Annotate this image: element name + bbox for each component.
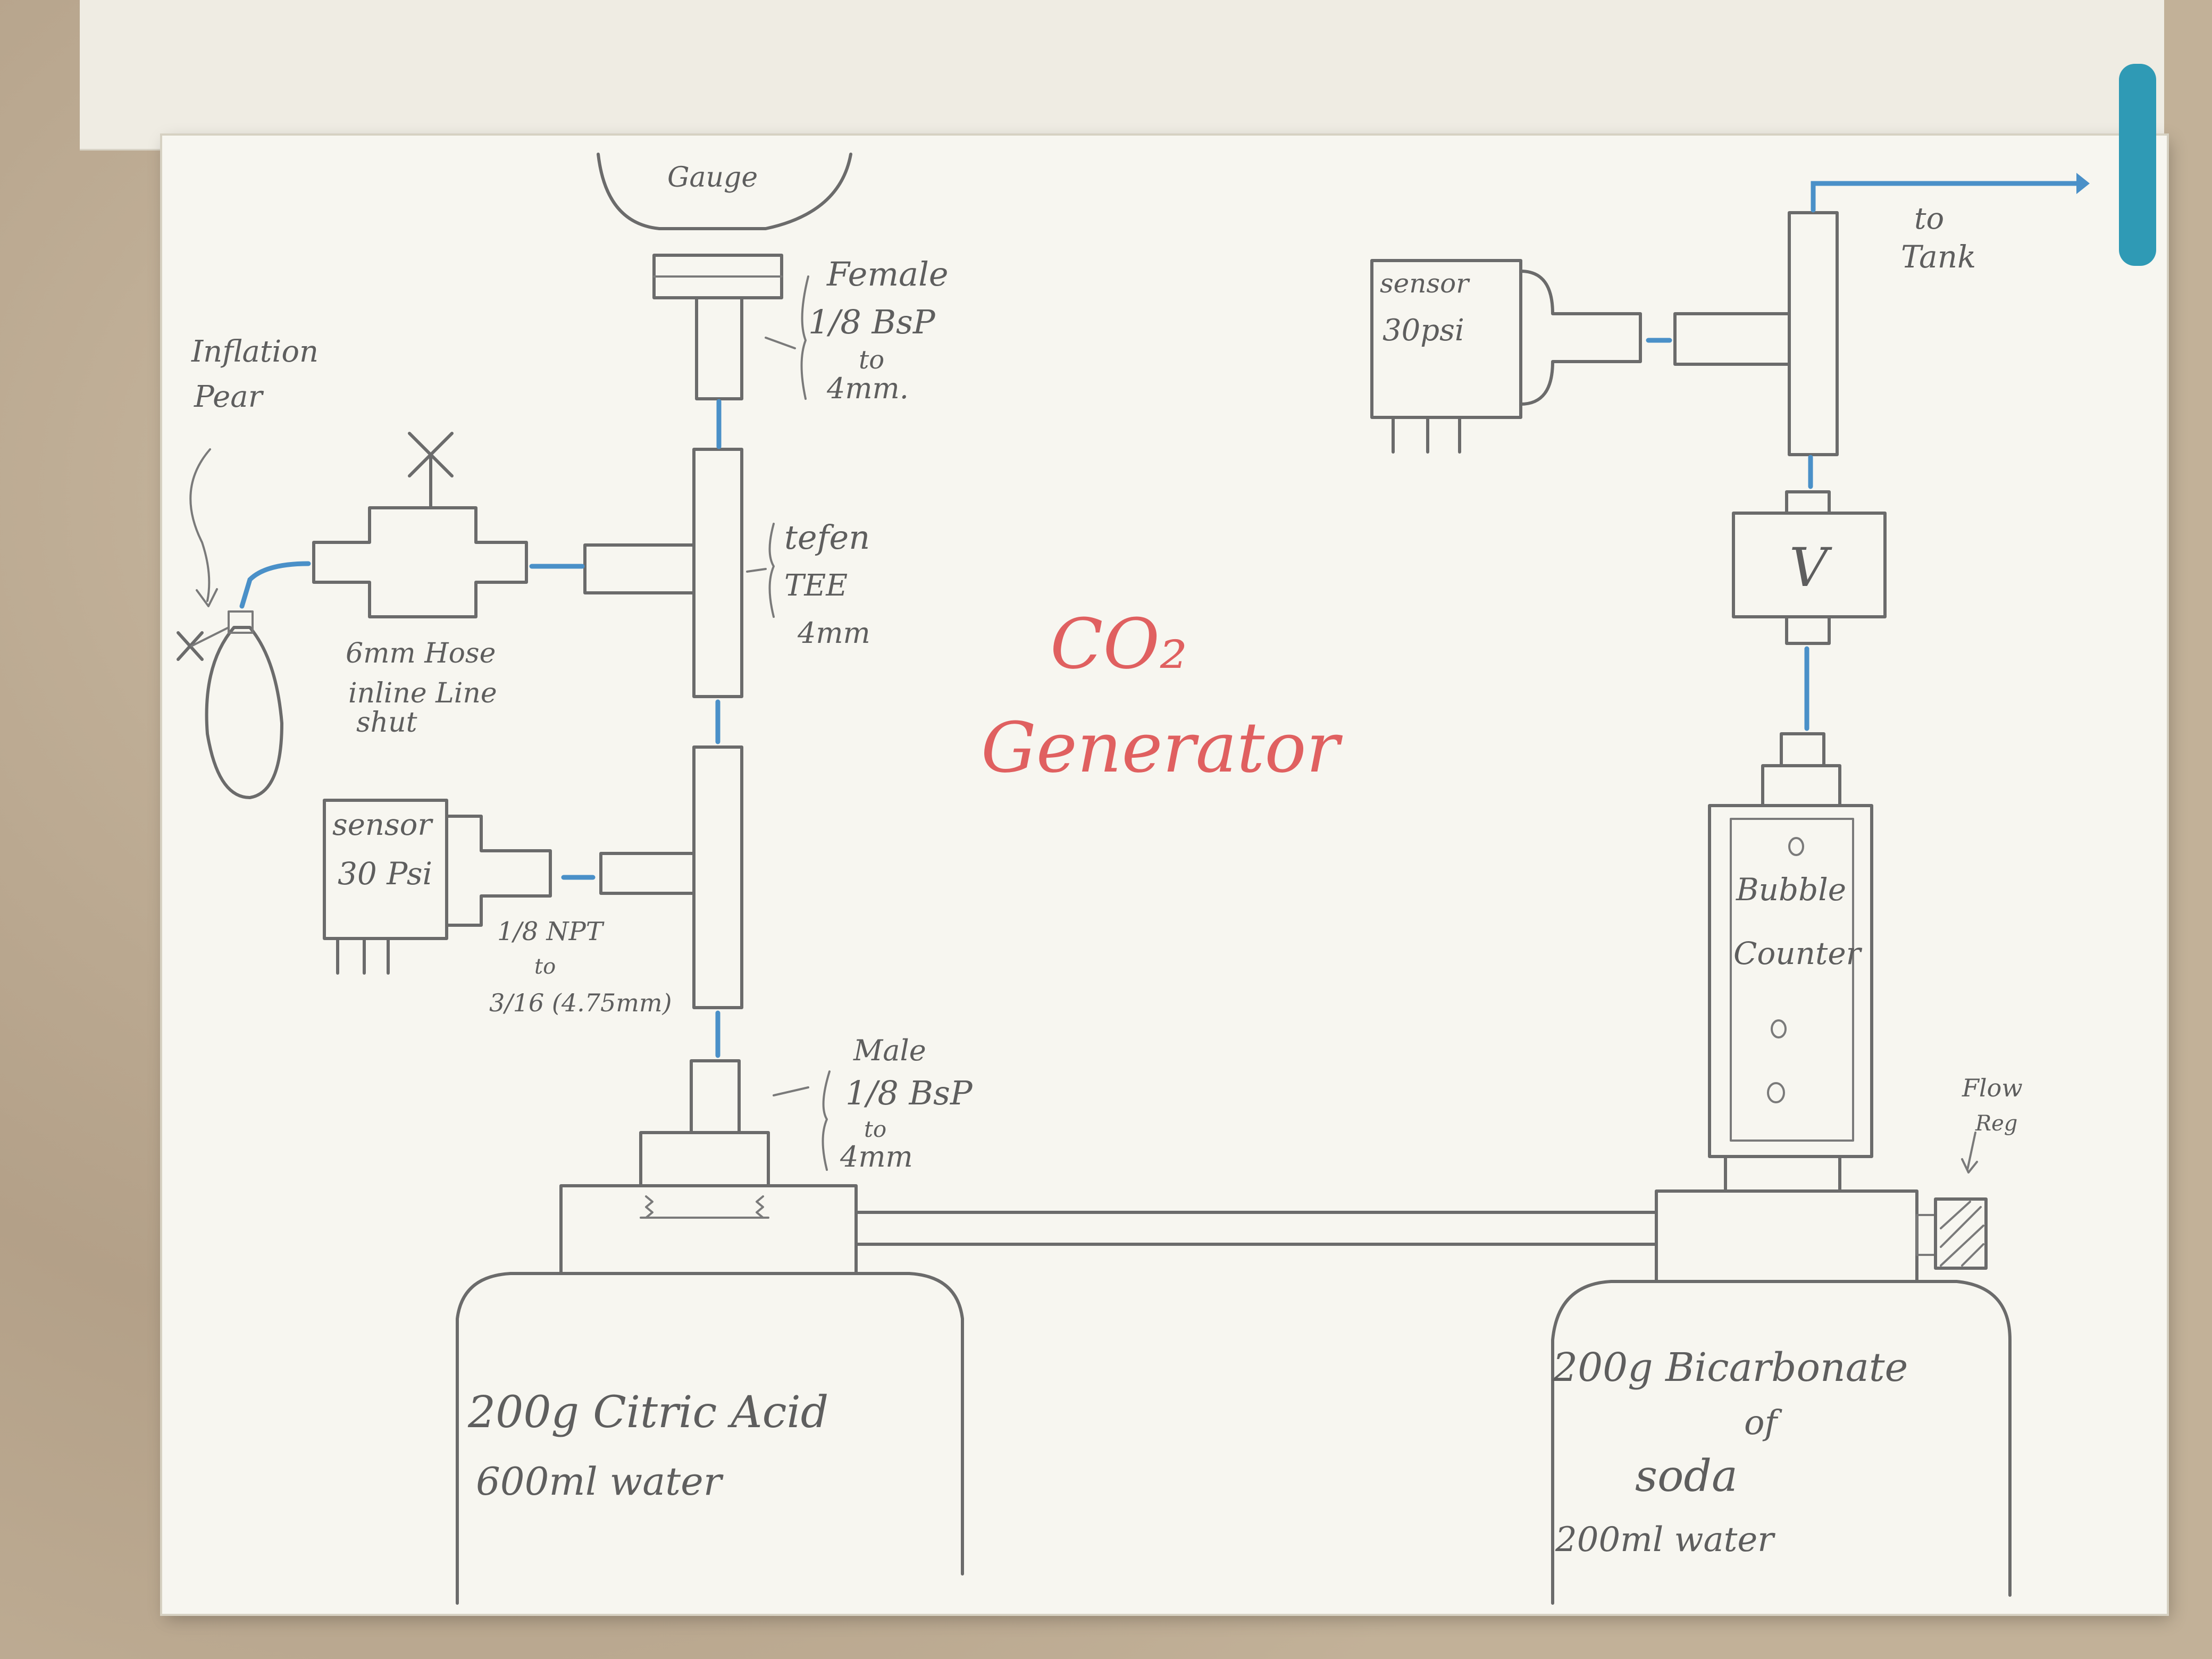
gauge [597,153,852,230]
label-hose-shut-1: 6mm Hose [346,638,496,669]
bookmark-ribbon [2119,64,2156,266]
notebook-back-page [80,0,2164,150]
female-fitting [652,254,783,400]
label-to-tank-2: Tank [1901,239,1976,275]
label-female-3: to [859,345,885,375]
bubble-counter [1708,732,1873,1193]
flow-regulator [1934,1132,1988,1270]
male-fitting [639,1059,770,1219]
title-generator: Generator [981,707,1339,788]
label-sensor-right-2: 30psi [1382,313,1464,348]
bicarbonate-bottle [1551,1280,2012,1605]
label-female-2: 1/8 BsP [808,303,935,341]
annotation-braces [746,275,831,1171]
label-to-tank-1: to [1914,202,1945,236]
label-hose-shut-3: shut [356,707,417,739]
label-bicarb-2: of [1744,1403,1778,1443]
label-tefen-3: 4mm [798,616,870,650]
label-npt-1: 1/8 NPT [497,917,603,946]
upper-right-tee [1673,211,1839,456]
label-male-4: 4mm [840,1140,913,1174]
label-inflation-pear-2: Pear [194,380,263,414]
label-bicarb-1: 200g Bicarbonate [1553,1345,1908,1390]
label-sensor-left-1: sensor [332,808,432,842]
lower-tee [599,745,743,1009]
label-bubble-2: Counter [1733,935,1861,971]
title-co2: CO₂ [1050,604,1188,684]
label-bicarb-3: soda [1635,1451,1738,1502]
tefen-tee [583,448,743,698]
blue-tubing [239,173,2090,1058]
check-valve [1732,490,1887,645]
inflation-pear [177,448,283,799]
label-valve: V [1789,537,1828,599]
bicarbonate-cap [1655,1189,1937,1283]
label-tefen-2: TEE [784,568,848,603]
inline-shutoff-valve [312,432,528,618]
label-npt-2: to [534,954,556,979]
label-female-4: 4mm. [827,372,909,405]
label-sensor-left-2: 30 Psi [338,856,433,892]
label-citric-1: 200g Citric Acid [468,1387,829,1438]
label-male-2: 1/8 BsP [845,1074,973,1112]
connecting-pipe [854,1211,1658,1246]
label-tefen-1: tefen [784,518,870,557]
notebook-page [162,136,2167,1614]
label-male-1: Male [853,1034,926,1067]
label-bicarb-4: 200ml water [1555,1520,1774,1560]
label-npt-3: 3/16 (4.75mm) [489,988,672,1017]
label-male-3: to [864,1116,887,1142]
label-sensor-right-1: sensor [1380,268,1469,299]
label-bubble-1: Bubble [1736,872,1847,908]
label-inflation-pear-1: Inflation [191,334,319,369]
citric-acid-bottle [456,1184,964,1605]
label-citric-2: 600ml water [476,1459,722,1504]
sensor-left [323,799,552,975]
label-hose-shut-2: inline Line [348,677,497,709]
label-gauge: Gauge [667,162,758,194]
label-female-1: Female [827,255,949,294]
label-flow-reg-2: Reg [1975,1111,2018,1136]
label-flow-reg-1: Flow [1962,1074,2023,1102]
sensor-right [1370,259,1642,454]
